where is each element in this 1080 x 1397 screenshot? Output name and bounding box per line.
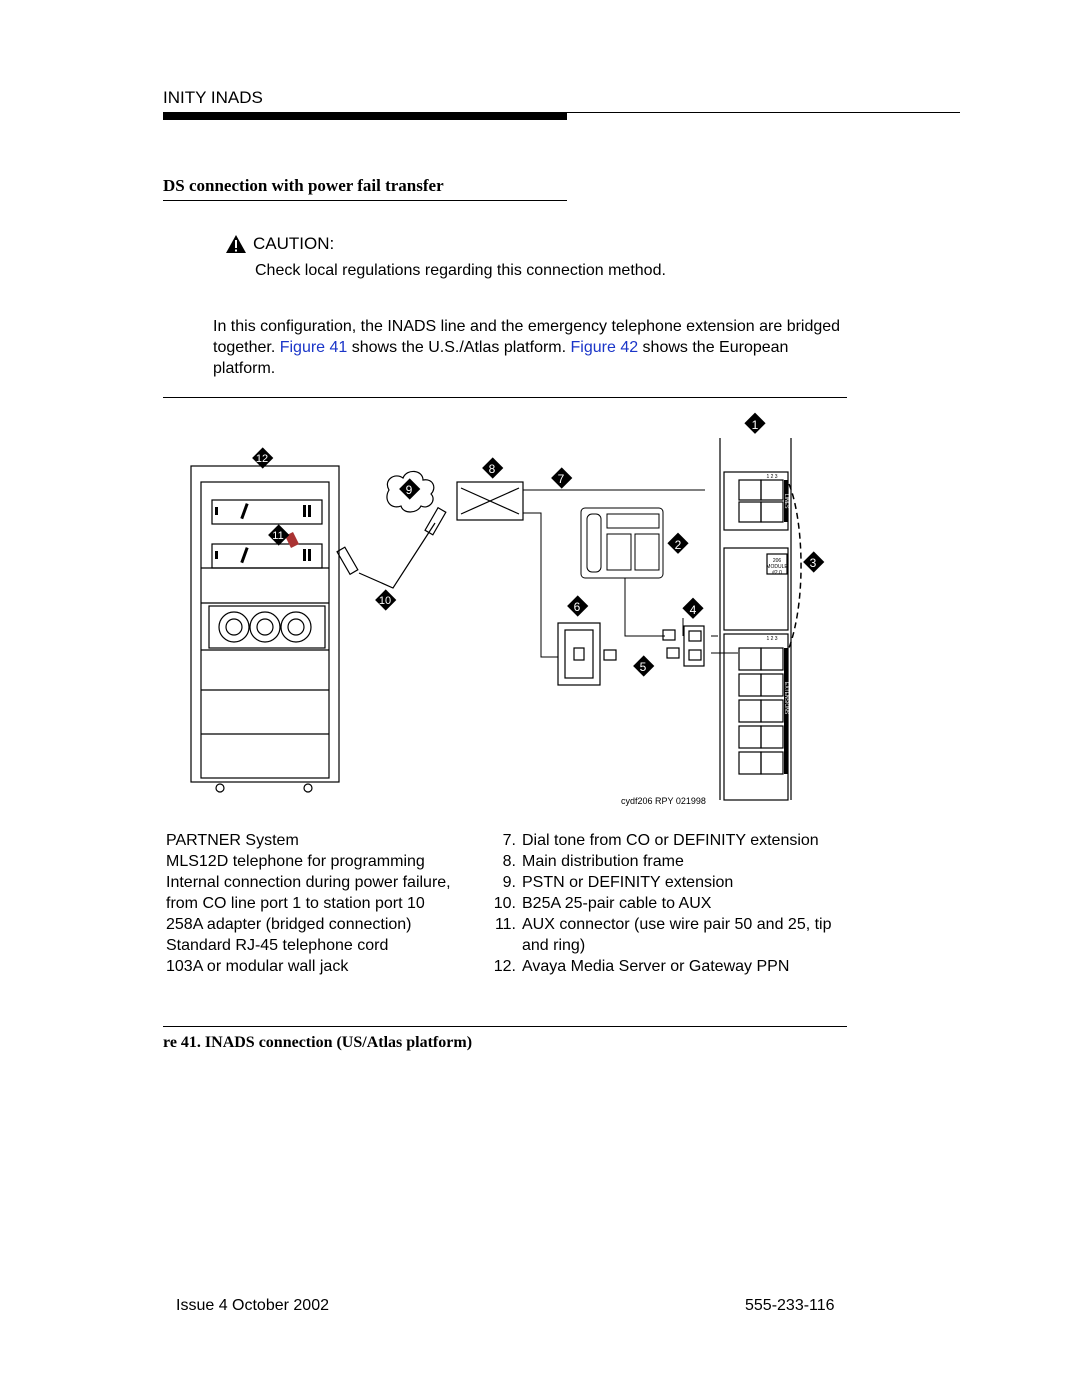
- section-title: DS connection with power fail transfer: [163, 176, 444, 195]
- vertical-lines-label: LINES: [783, 494, 789, 509]
- callout-3: 3: [803, 551, 825, 573]
- legend-item: 12.Avaya Media Server or Gateway PPN: [493, 958, 790, 975]
- figure-42-link[interactable]: Figure 42: [570, 339, 639, 356]
- warning-icon: [226, 235, 246, 253]
- mls12d-telephone: [580, 507, 664, 579]
- callout-1: 1: [744, 412, 766, 434]
- figure-caption: re 41. INADS connection (US/Atlas platfo…: [163, 1034, 473, 1051]
- legend-item: Standard RJ-45 telephone cord: [166, 937, 389, 954]
- callout-6: 6: [567, 595, 589, 617]
- aux-connector-plug: [285, 532, 299, 548]
- svg-text:8: 8: [489, 462, 496, 476]
- legend-item: 10.B25A 25-pair cable to AUX: [493, 895, 712, 912]
- media-server-cabinet: [190, 465, 340, 793]
- footer-issue: Issue 4 October 2002: [176, 1297, 329, 1314]
- svg-text:2: 2: [675, 538, 682, 552]
- legend-item: Internal connection during power failure…: [166, 874, 451, 891]
- bridge-dashed-line: [788, 483, 802, 649]
- caution-heading: CAUTION:: [225, 234, 334, 254]
- legend-item: MLS12D telephone for programming: [166, 853, 425, 870]
- caution-label: CAUTION:: [253, 234, 335, 253]
- section-rule: [163, 200, 567, 201]
- callout-11: 11: [268, 524, 290, 546]
- para-text-1: In this configuration, the INADS line an…: [213, 318, 841, 356]
- footer-doc-number: 555-233-116: [745, 1297, 835, 1314]
- figure-41-link[interactable]: Figure 41: [279, 339, 348, 356]
- legend-item: from CO line port 1 to station port 10: [166, 895, 425, 912]
- module-label-3: #2.0: [772, 570, 782, 576]
- legend-right: 7.Dial tone from CO or DEFINITY extensio…: [480, 830, 862, 977]
- cabinet-slot-marks: [215, 503, 311, 564]
- svg-text:11: 11: [272, 530, 283, 542]
- callout-2: 2: [667, 532, 689, 554]
- legend-item: 103A or modular wall jack: [166, 958, 349, 975]
- svg-text:6: 6: [574, 600, 581, 614]
- body-paragraph: In this configuration, the INADS line an…: [213, 316, 853, 379]
- file-code: cydf206 RPY 021998: [621, 796, 706, 806]
- module-label-2: MODULE: [766, 564, 788, 570]
- legend-item: 7.Dial tone from CO or DEFINITY extensio…: [502, 832, 819, 849]
- para-text-3: shows the European platform.: [213, 339, 789, 377]
- callout-7: 7: [551, 467, 573, 489]
- legend-item: 8.Main distribution frame: [502, 853, 684, 870]
- legend-item: PARTNER System: [166, 832, 299, 849]
- legend-item: 9.PSTN or DEFINITY extension: [502, 874, 734, 891]
- figure-rule-top: [163, 397, 847, 398]
- svg-text:5: 5: [640, 660, 647, 674]
- wiring: [523, 489, 738, 658]
- b25a-cable: [336, 506, 447, 589]
- rack-side-strips: [784, 480, 788, 774]
- inads-connection-diagram: 206 MODULE #2.0 1 2 3 1 2 3 LINES EXTENS…: [190, 412, 825, 806]
- callout-8: 8: [482, 457, 504, 479]
- callout-9: 9: [399, 478, 421, 500]
- svg-text:10: 10: [379, 595, 391, 607]
- wall-jack: [557, 622, 601, 686]
- svg-text:7: 7: [558, 472, 565, 486]
- vertical-ext-label: EXTENSIONS: [783, 682, 789, 715]
- pstn-cloud: [386, 470, 435, 513]
- header-rule-thick: [163, 112, 567, 120]
- callout-4: 4: [682, 597, 704, 619]
- svg-text:1: 1: [752, 418, 759, 432]
- svg-text:3: 3: [810, 556, 817, 570]
- module-label-1: 206: [773, 558, 782, 564]
- panel-label-bottom: 1 2 3: [766, 636, 777, 642]
- 258a-adapter: [603, 625, 705, 667]
- main-distribution-frame: [456, 481, 524, 521]
- callout-12: 12: [252, 447, 274, 469]
- callout-10: 10: [375, 589, 397, 611]
- para-text-2: shows the U.S./Atlas platform.: [347, 339, 571, 356]
- control-unit-rack: [719, 438, 792, 801]
- legend-left: PARTNER System MLS12D telephone for prog…: [166, 830, 451, 977]
- callout-5: 5: [633, 655, 655, 677]
- panel-label-top: 1 2 3: [766, 474, 777, 480]
- svg-text:12: 12: [256, 453, 268, 465]
- header-rule-thin: [567, 112, 960, 113]
- svg-text:4: 4: [690, 603, 697, 617]
- legend-item: 11.AUX connector (use wire pair 50 and 2…: [494, 916, 832, 954]
- caution-text: Check local regulations regarding this c…: [255, 262, 666, 279]
- legend-item: 258A adapter (bridged connection): [166, 916, 412, 933]
- running-header: INITY INADS: [163, 88, 263, 107]
- figure-rule-bottom: [163, 1026, 847, 1027]
- svg-text:9: 9: [406, 483, 413, 497]
